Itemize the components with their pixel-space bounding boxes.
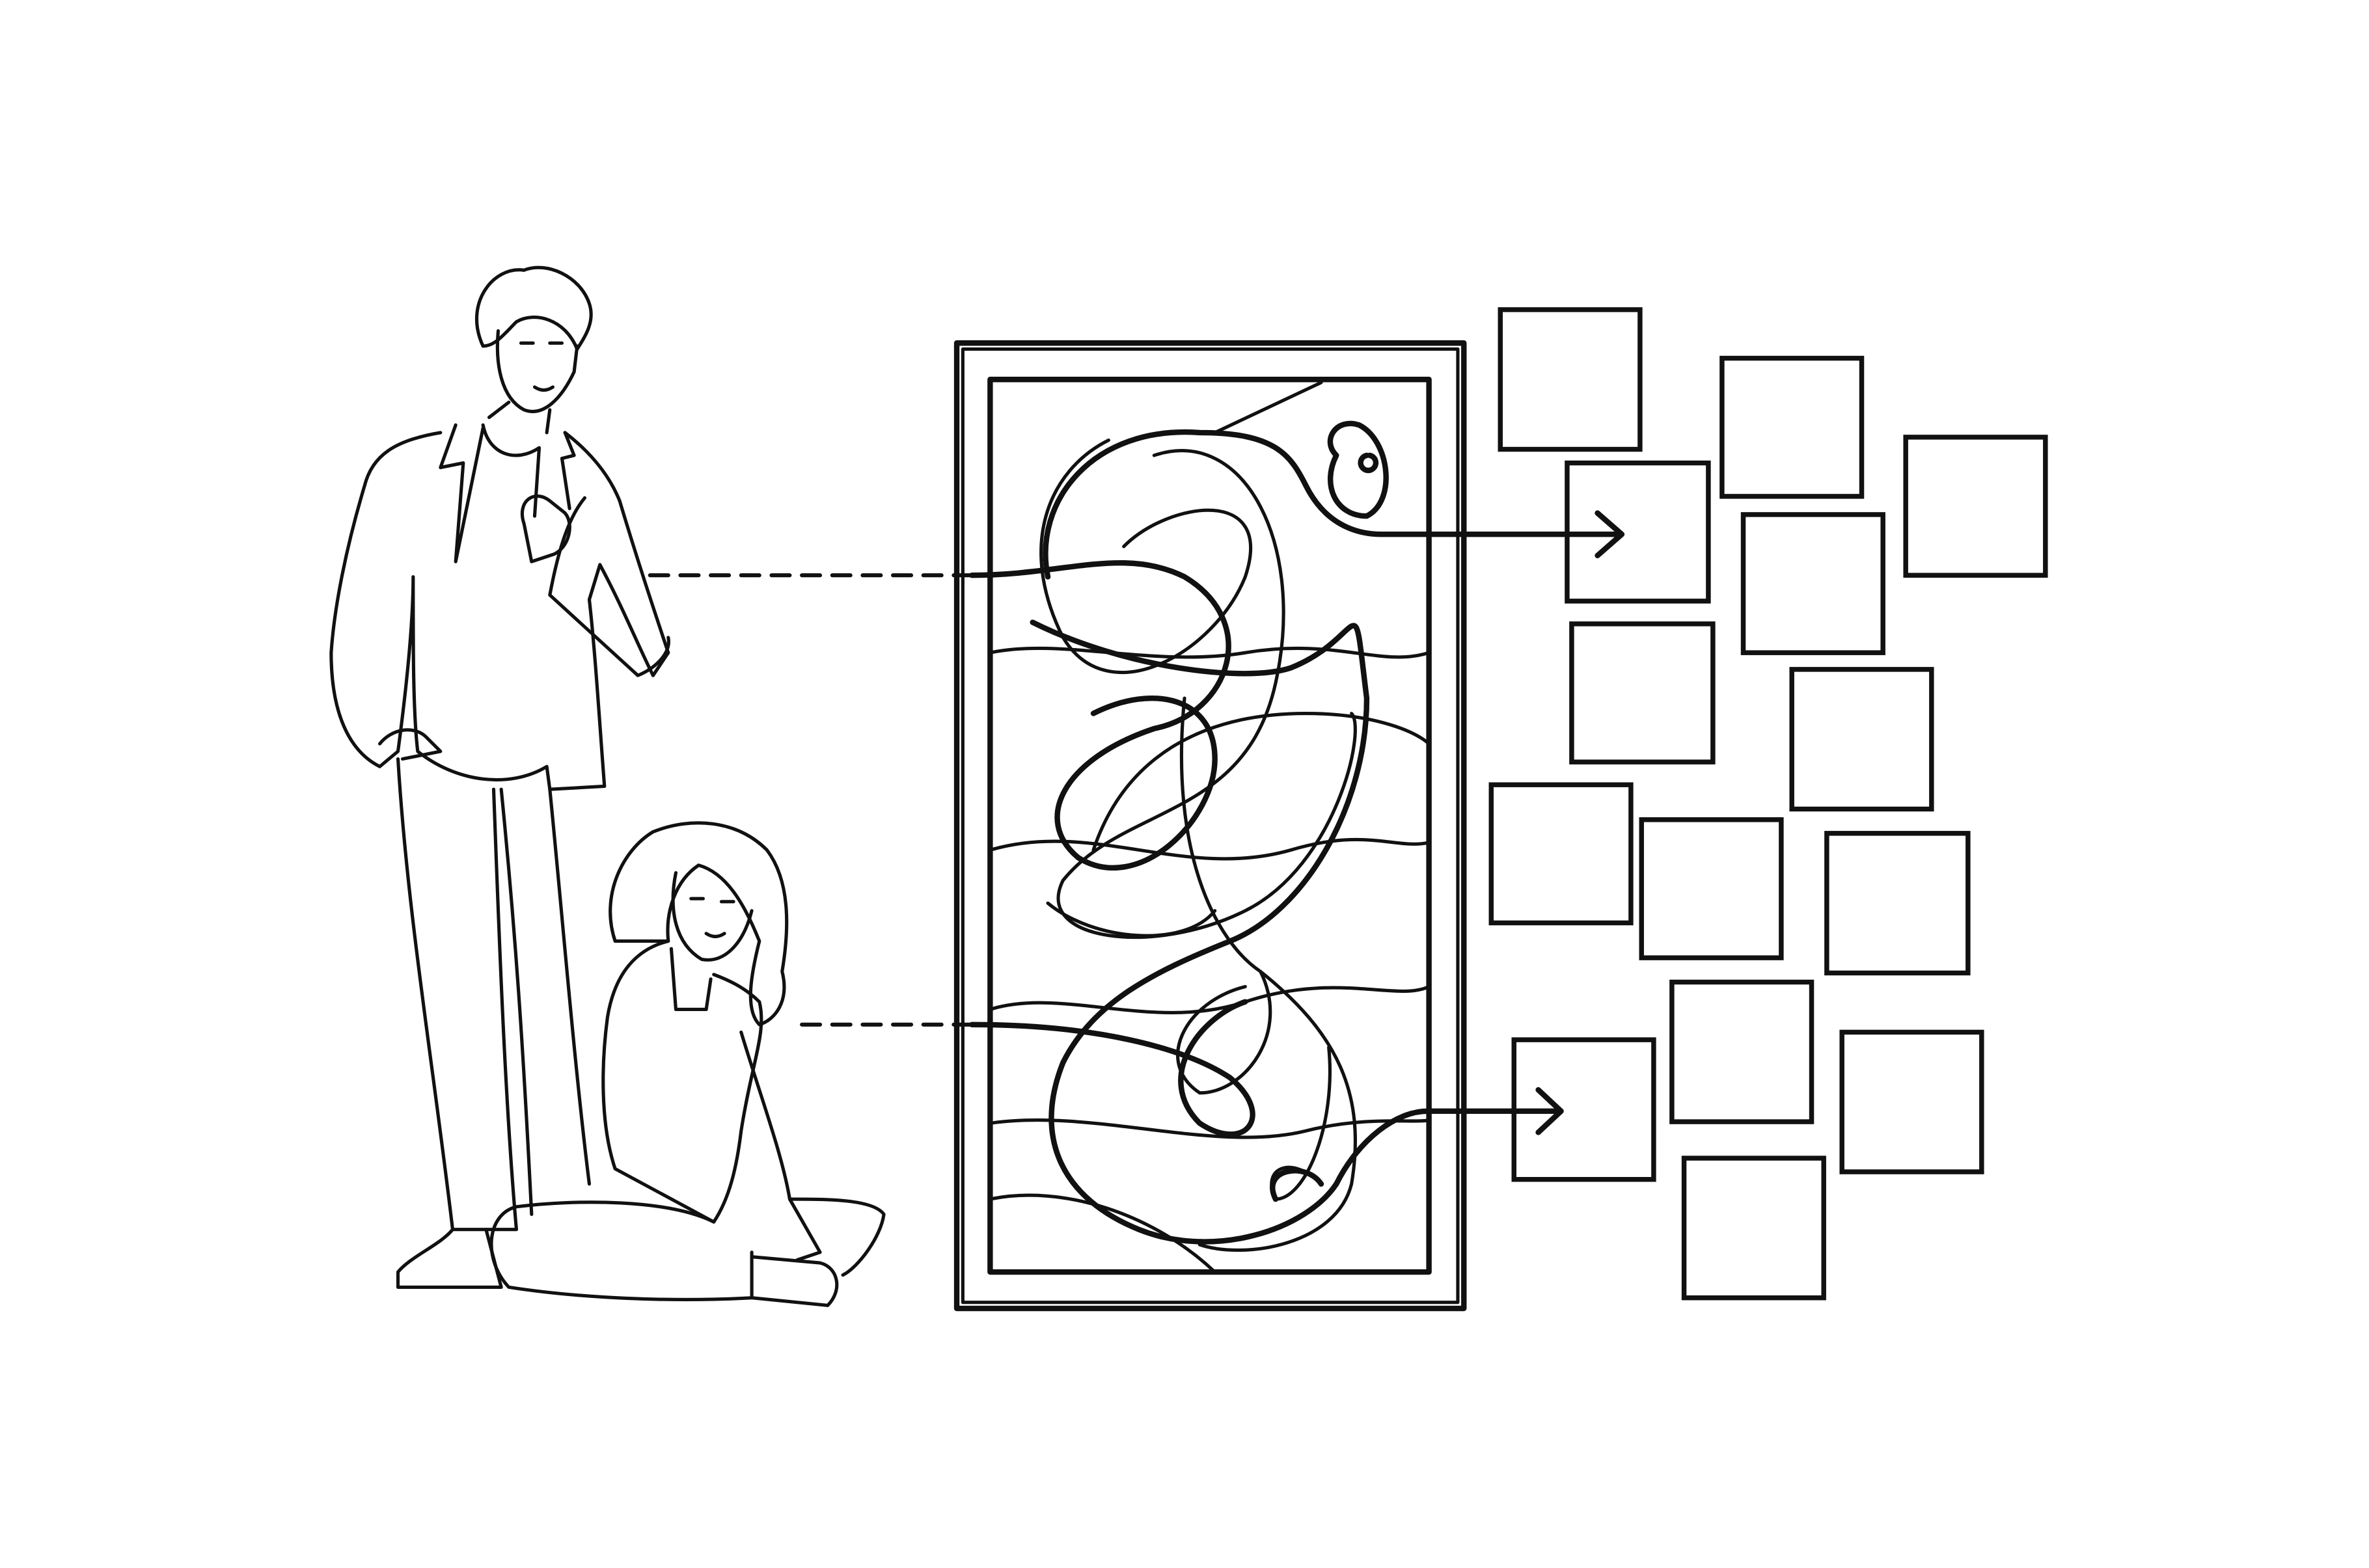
woman-shoe — [750, 1255, 839, 1307]
tile — [1719, 355, 1865, 499]
woman-arm — [739, 1030, 822, 1262]
arrow-bottom — [1425, 1087, 1564, 1135]
tile — [1669, 979, 1814, 1124]
man-shirt — [481, 423, 541, 518]
man-legs — [396, 757, 592, 1232]
tangled-frame — [953, 340, 1467, 1312]
tile — [1839, 1029, 1984, 1174]
man-face — [495, 329, 579, 413]
frame-outer-inset — [961, 347, 1460, 1304]
woman-eyes — [689, 897, 735, 939]
man-shoe — [396, 1228, 503, 1289]
man-hand — [520, 494, 571, 563]
sitting-woman — [489, 821, 886, 1307]
arrow-top — [1379, 510, 1625, 559]
standing-man — [329, 265, 670, 1289]
man-jacket — [329, 431, 670, 791]
tile — [1789, 667, 1934, 812]
man-hair — [474, 265, 593, 351]
tangle-thick-strand — [969, 420, 1389, 1245]
woman-body — [601, 939, 763, 1224]
tangle-double-strand — [1039, 439, 1357, 1252]
man-sleeve — [548, 496, 670, 677]
tile — [1569, 621, 1716, 764]
tile — [1511, 1037, 1656, 1182]
man-pocket-hand — [377, 728, 443, 761]
tile — [1639, 817, 1784, 960]
tile — [1903, 435, 2048, 578]
man-collar — [439, 423, 576, 563]
woman-collar — [669, 947, 713, 1012]
tile — [1565, 460, 1711, 604]
tangle-bottom-loop — [1270, 1108, 1431, 1202]
tile — [1740, 512, 1885, 655]
man-eyes — [519, 341, 564, 392]
tile-grid — [1488, 307, 2048, 1301]
tile — [1824, 831, 1971, 976]
woman-legs — [489, 1197, 886, 1301]
woman-face — [671, 871, 754, 962]
man-neck — [487, 400, 552, 435]
frame-inner — [987, 377, 1432, 1275]
tile — [1498, 307, 1643, 452]
tile — [1681, 1156, 1826, 1301]
frame-outer — [953, 340, 1467, 1312]
tile — [1488, 782, 1634, 926]
woman-hair — [609, 821, 789, 1027]
